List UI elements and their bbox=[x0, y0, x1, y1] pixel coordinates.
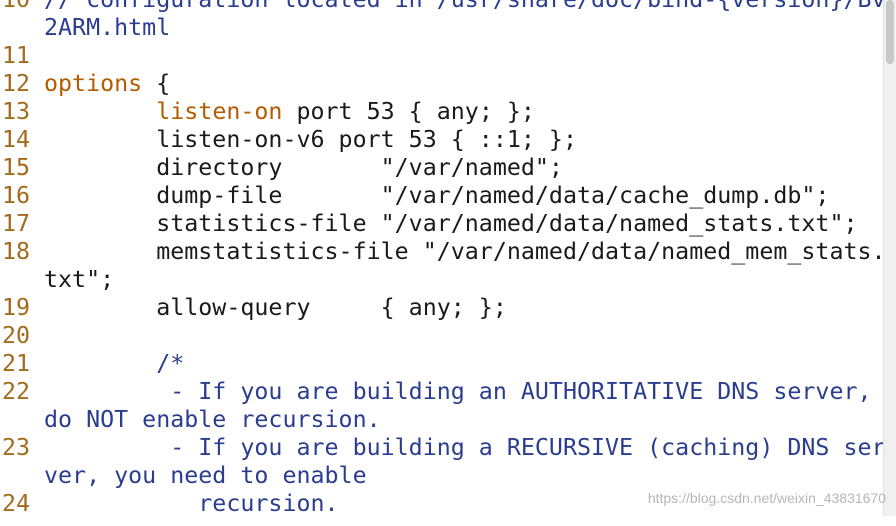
code-token: dump-file "/var/named/data/cache_dump.db… bbox=[44, 182, 830, 209]
code-line[interactable]: 22 - If you are building an AUTHORITATIV… bbox=[0, 378, 884, 406]
code-line[interactable]: 12 options { bbox=[0, 70, 884, 98]
code-text: - If you are building an AUTHORITATIVE D… bbox=[44, 378, 872, 406]
scrollbar-thumb[interactable] bbox=[886, 0, 894, 64]
code-token: listen-on bbox=[156, 98, 283, 125]
code-token: - If you are building a RECURSIVE (cachi… bbox=[44, 434, 884, 461]
line-number: 14 bbox=[2, 126, 31, 153]
code-token: { bbox=[142, 70, 171, 97]
vertical-scrollbar[interactable] bbox=[883, 0, 896, 516]
code-token: ver, you need to enable bbox=[44, 462, 367, 489]
code-token: allow-query { any; }; bbox=[44, 294, 507, 321]
code-line[interactable]: 2ARM.html bbox=[0, 14, 884, 42]
code-token: do NOT enable recursion. bbox=[44, 406, 381, 433]
code-text: directory "/var/named"; bbox=[44, 154, 563, 182]
code-token: // configuration located in /usr/share/d… bbox=[44, 0, 884, 13]
code-token: statistics-file "/var/named/data/named_s… bbox=[44, 210, 858, 237]
code-line[interactable]: 13 listen-on port 53 { any; }; bbox=[0, 98, 884, 126]
line-number: 24 bbox=[2, 490, 31, 517]
line-number: 19 bbox=[2, 294, 31, 321]
code-token: recursion. bbox=[44, 490, 339, 517]
code-text: listen-on port 53 { any; }; bbox=[44, 98, 535, 126]
code-token: 2ARM.html bbox=[44, 14, 171, 41]
code-text: ver, you need to enable bbox=[44, 462, 367, 490]
code-line[interactable]: 18 memstatistics-file "/var/named/data/n… bbox=[0, 238, 884, 266]
code-token: /* bbox=[44, 350, 185, 377]
line-number: 16 bbox=[2, 182, 31, 209]
code-line[interactable]: 14 listen-on-v6 port 53 { ::1; }; bbox=[0, 126, 884, 154]
code-line[interactable]: 16 dump-file "/var/named/data/cache_dump… bbox=[0, 182, 884, 210]
code-text: statistics-file "/var/named/data/named_s… bbox=[44, 210, 858, 238]
watermark: https://blog.csdn.net/weixin_43831670 bbox=[647, 490, 886, 506]
line-number: 17 bbox=[2, 210, 31, 237]
code-line[interactable]: txt"; bbox=[0, 266, 884, 294]
code-text: /* bbox=[44, 350, 184, 378]
line-number: 15 bbox=[2, 154, 31, 181]
code-token: port 53 { any; }; bbox=[282, 98, 535, 125]
code-token: memstatistics-file "/var/named/data/name… bbox=[44, 238, 884, 265]
line-number: 21 bbox=[2, 350, 31, 377]
line-number: 12 bbox=[2, 70, 31, 97]
code-text: txt"; bbox=[44, 266, 114, 294]
code-line[interactable]: 24 recursion. bbox=[0, 490, 884, 518]
code-line[interactable]: 20 bbox=[0, 322, 884, 350]
code-line[interactable]: 21 /* bbox=[0, 350, 884, 378]
code-line[interactable]: 19 allow-query { any; }; bbox=[0, 294, 884, 322]
code-text: do NOT enable recursion. bbox=[44, 406, 381, 434]
code-text: // configuration located in /usr/share/d… bbox=[44, 0, 884, 14]
line-number: 10 bbox=[2, 0, 30, 14]
code-line[interactable]: 10 // configuration located in /usr/share… bbox=[0, 0, 884, 14]
code-text: recursion. bbox=[44, 490, 339, 518]
line-number: 20 bbox=[2, 322, 31, 349]
code-text: allow-query { any; }; bbox=[44, 294, 507, 322]
code-text: 2ARM.html bbox=[44, 14, 170, 42]
code-text: dump-file "/var/named/data/cache_dump.db… bbox=[44, 182, 829, 210]
code-line[interactable]: 15 directory "/var/named"; bbox=[0, 154, 884, 182]
line-number: 23 bbox=[2, 434, 31, 461]
code-line[interactable]: ver, you need to enable bbox=[0, 462, 884, 490]
code-token: - If you are building an AUTHORITATIVE D… bbox=[44, 378, 872, 405]
code-token: listen-on-v6 port 53 { ::1; }; bbox=[44, 126, 577, 153]
code-text: listen-on-v6 port 53 { ::1; }; bbox=[44, 126, 577, 154]
code-text: memstatistics-file "/var/named/data/name… bbox=[44, 238, 884, 266]
code-line[interactable]: 17 statistics-file "/var/named/data/name… bbox=[0, 210, 884, 238]
line-number: 13 bbox=[2, 98, 31, 125]
code-token: txt"; bbox=[44, 266, 115, 293]
code-line[interactable]: 11 bbox=[0, 42, 884, 70]
code-token: directory "/var/named"; bbox=[44, 154, 563, 181]
code-token bbox=[44, 98, 156, 125]
line-number: 22 bbox=[2, 378, 31, 405]
code-token: options bbox=[44, 70, 143, 97]
line-number: 11 bbox=[2, 42, 31, 69]
code-line[interactable]: 23 - If you are building a RECURSIVE (ca… bbox=[0, 434, 884, 462]
code-line[interactable]: do NOT enable recursion. bbox=[0, 406, 884, 434]
line-number: 18 bbox=[2, 238, 31, 265]
code-text: options { bbox=[44, 70, 170, 98]
code-text: - If you are building a RECURSIVE (cachi… bbox=[44, 434, 884, 462]
